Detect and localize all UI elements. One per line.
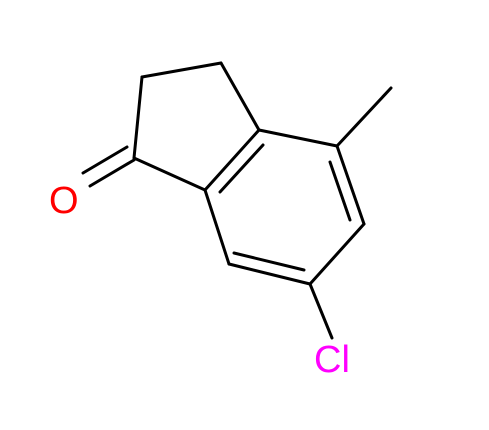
bond-c6-c7-inner: [232, 251, 306, 272]
bond-c4-c5-inner: [328, 160, 352, 222]
bond-c1-c7a: [132, 156, 207, 192]
bond-c4-methyl: [335, 86, 393, 148]
bond-c4-c5: [335, 144, 366, 226]
bond-c5-c6: [308, 222, 366, 286]
bond-c7-c7a: [203, 188, 231, 266]
chlorine-atom-label: Cl: [314, 339, 350, 381]
bond-c7a-c3a: [203, 128, 261, 192]
bond-c6-cl: [308, 282, 334, 340]
bond-c3a-c4: [257, 128, 339, 148]
bond-c6-c7: [227, 262, 312, 286]
bond-c3-c3a: [219, 61, 261, 132]
bond-c1-o-b: [88, 158, 136, 188]
bond-c7a-c3a-inner: [218, 143, 265, 194]
bond-c1-o-a: [81, 145, 129, 175]
oxygen-atom-label: O: [49, 180, 79, 222]
bond-c2-c3: [140, 61, 223, 79]
bond-c1-c2: [132, 75, 144, 160]
